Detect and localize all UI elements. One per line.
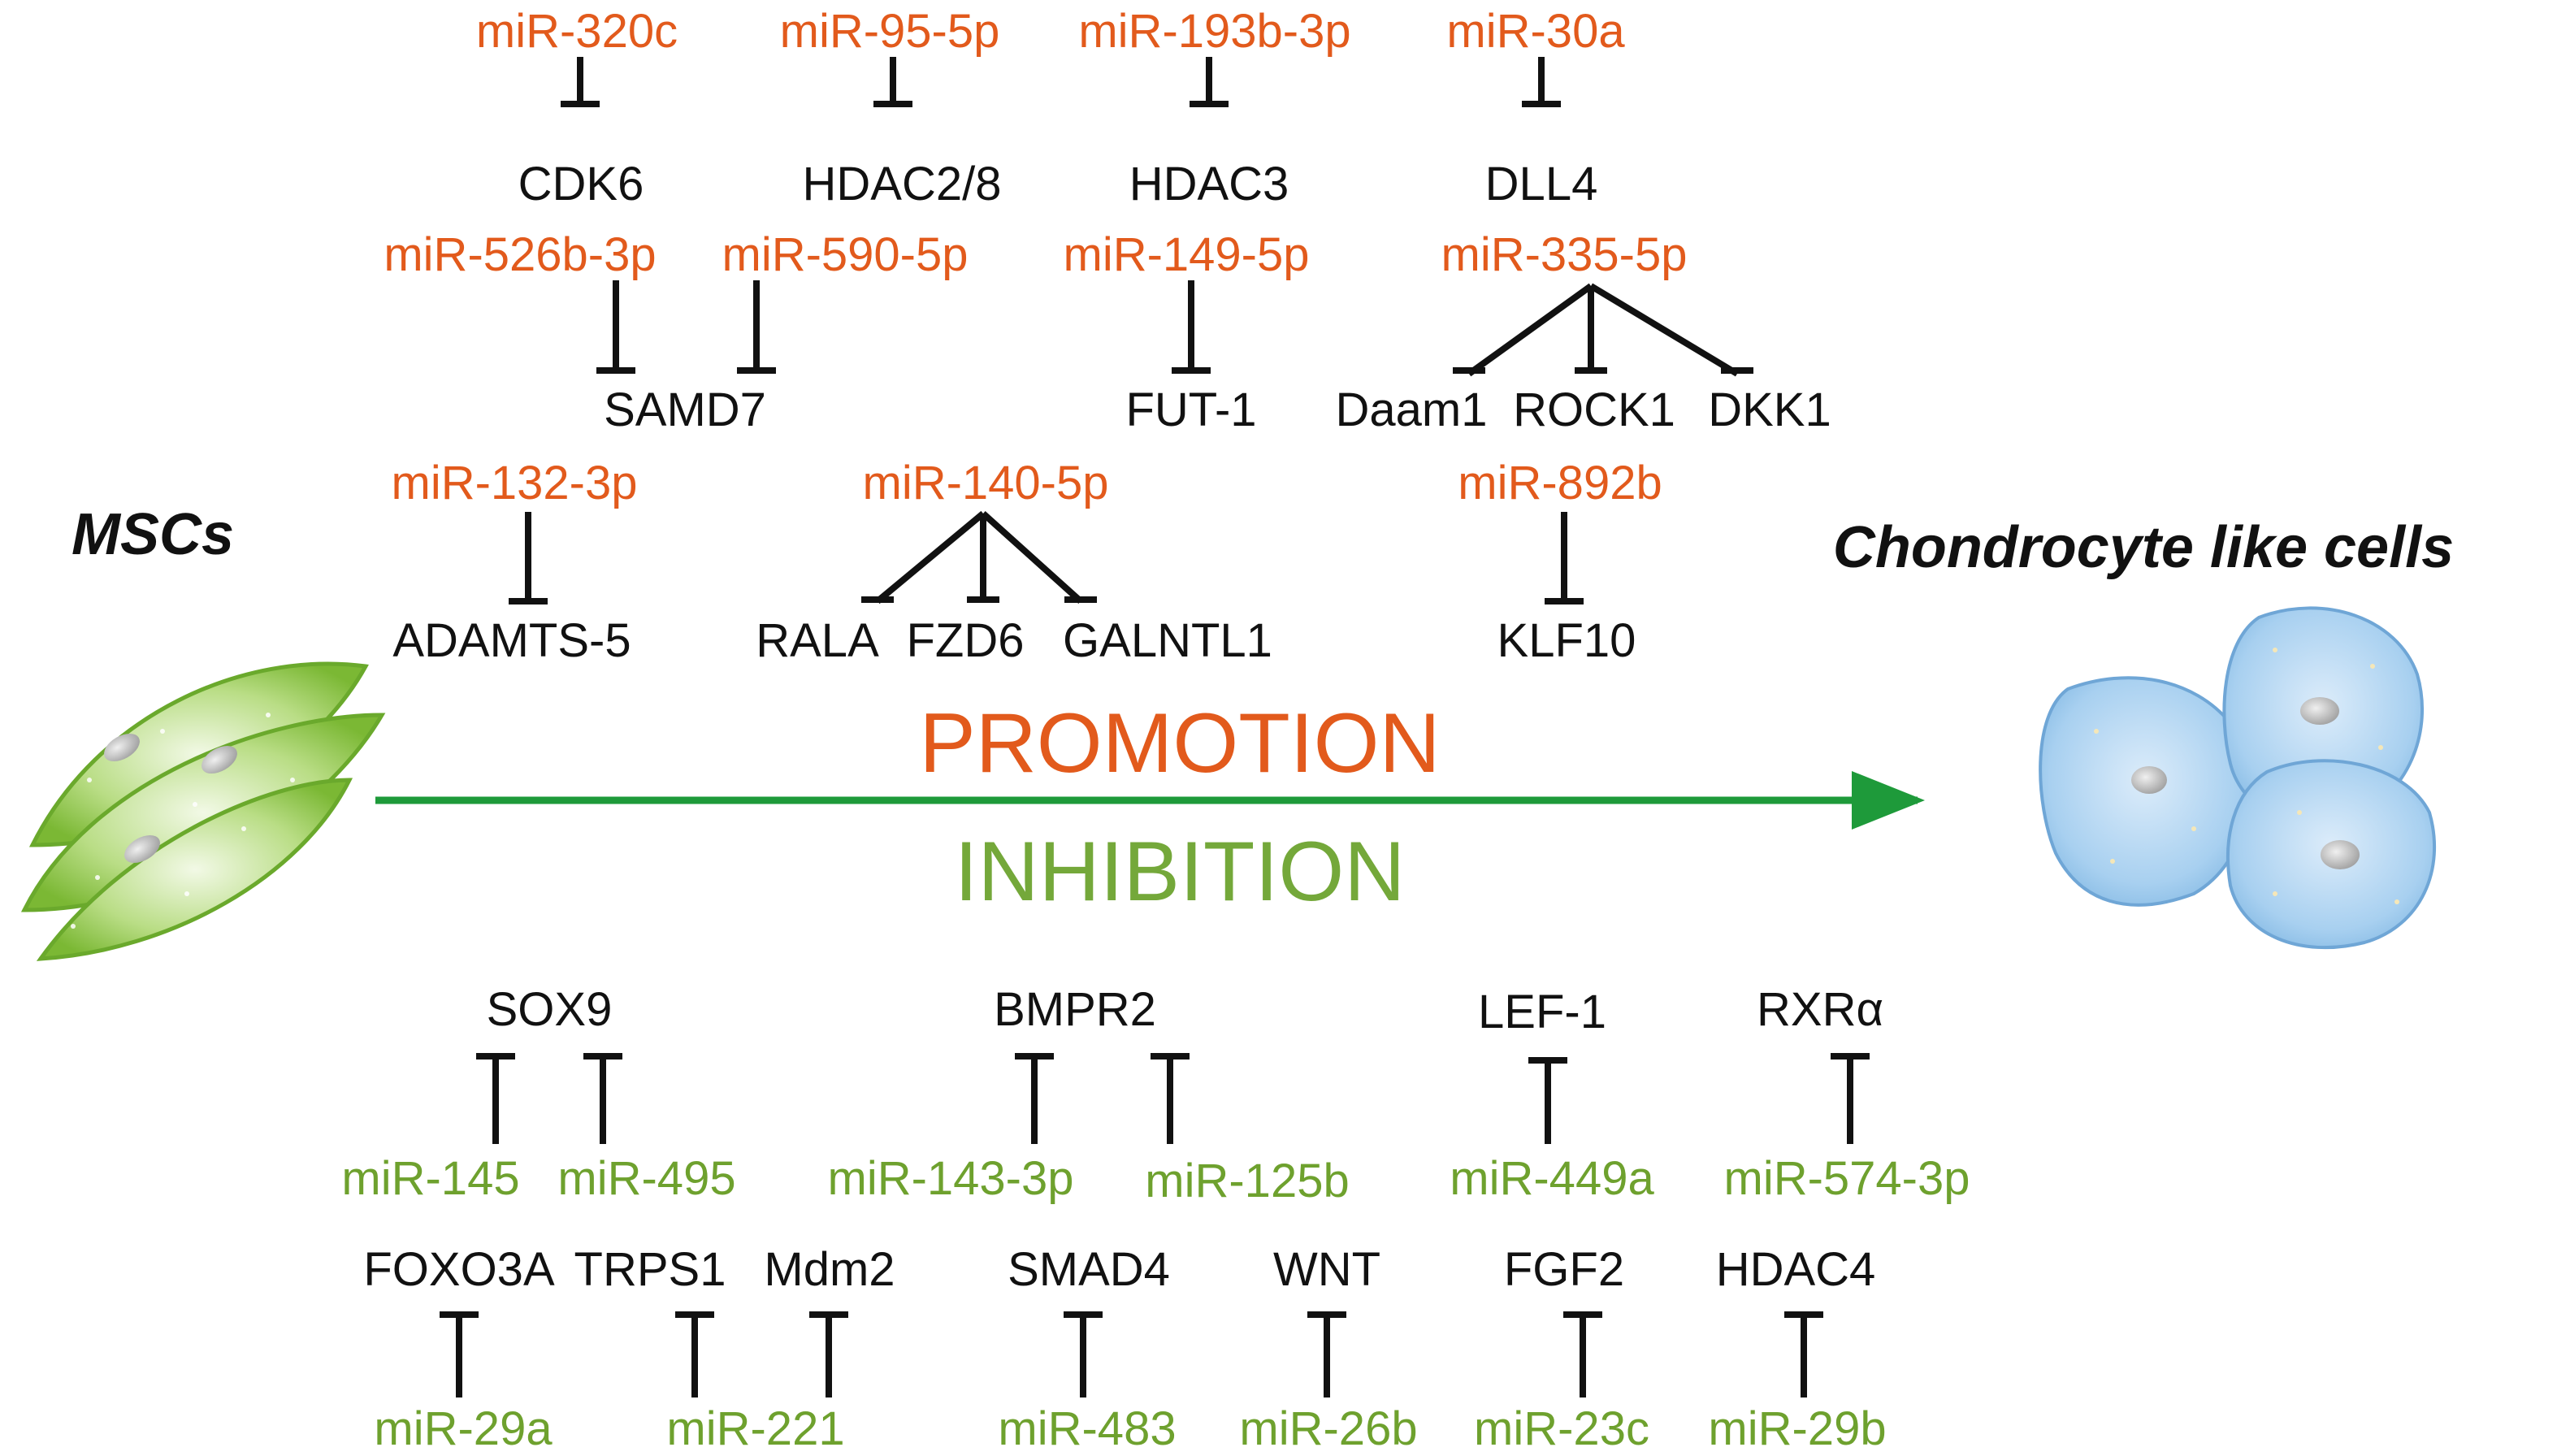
mirna-label: miR-483 (998, 1402, 1176, 1455)
mirna-label: miR-125b (1145, 1155, 1349, 1207)
inhibition-bar (561, 57, 600, 107)
mirna-label: miR-23c (1474, 1402, 1649, 1455)
gene-label: HDAC2/8 (803, 158, 1002, 210)
gene-label: SMAD4 (1008, 1243, 1170, 1296)
inhibition-bar (583, 1053, 622, 1144)
gene-label: ADAMTS-5 (392, 614, 631, 667)
inhibition-bar (440, 1311, 479, 1398)
mirna-label: miR-29b (1708, 1402, 1886, 1455)
gene-label: FGF2 (1504, 1243, 1624, 1296)
inhibition-bar (1528, 1057, 1567, 1144)
inhibition-bar (1015, 1053, 1054, 1144)
gene-label: ROCK1 (1513, 384, 1675, 436)
gene-label: DLL4 (1485, 158, 1598, 210)
gene-label: Mdm2 (764, 1243, 895, 1296)
gene-label: BMPR2 (994, 983, 1156, 1036)
inhibition-bar (809, 1311, 848, 1398)
inhibition-bar (1172, 280, 1211, 374)
inhibition-bar (675, 1311, 714, 1398)
gene-label: FUT-1 (1125, 384, 1256, 436)
inhibition-bar (1784, 1311, 1823, 1398)
inhibition-bar (1831, 1053, 1870, 1144)
msc-cell-illustration (20, 661, 386, 961)
mirna-label: miR-335-5p (1441, 228, 1688, 281)
mirna-label: miR-30a (1446, 5, 1625, 58)
mirna-label: miR-149-5p (1064, 228, 1310, 281)
gene-label: RXRα (1757, 983, 1883, 1036)
branching-inhibition-bar (861, 510, 1097, 604)
gene-label: HDAC4 (1716, 1243, 1876, 1296)
mirna-label: miR-145 (341, 1152, 519, 1205)
gene-label: TRPS1 (574, 1243, 726, 1296)
inhibition-bar (1545, 512, 1584, 604)
mirna-label: miR-140-5p (863, 457, 1109, 509)
branching-inhibition-bar (1453, 283, 1753, 377)
mirna-label: miR-495 (557, 1152, 735, 1205)
gene-label: DKK1 (1708, 384, 1831, 436)
gene-label: GALNTL1 (1063, 614, 1272, 667)
mirna-label: miR-143-3p (828, 1152, 1074, 1205)
gene-label: LEF-1 (1478, 986, 1606, 1038)
gene-label: HDAC3 (1129, 158, 1289, 210)
inhibition-bar (476, 1053, 515, 1144)
gene-label: FOXO3A (363, 1243, 555, 1296)
chondrocyte-cell-illustration (2039, 606, 2437, 950)
source-cell-label: MSCs (72, 502, 234, 567)
mirna-label: miR-132-3p (392, 457, 638, 509)
inhibition-bar (1563, 1311, 1602, 1398)
mirna-label: miR-449a (1450, 1152, 1654, 1205)
mirna-label: miR-29a (374, 1402, 553, 1455)
gene-label: CDK6 (518, 158, 644, 210)
inhibition-bar (873, 57, 912, 107)
gene-label: WNT (1273, 1243, 1380, 1296)
inhibition-bar (509, 512, 548, 604)
mirna-label: miR-193b-3p (1078, 5, 1350, 58)
target-cell-label: Chondrocyte like cells (1833, 515, 2454, 580)
mirna-label: miR-221 (666, 1402, 844, 1455)
promotion-row-1: miR-320c miR-95-5p miR-193b-3p miR-30a C… (476, 5, 1625, 210)
inhibition-bar (1151, 1053, 1190, 1144)
inhibition-label: INHIBITION (955, 825, 1406, 919)
mirna-label: miR-95-5p (780, 5, 1000, 58)
gene-label: FZD6 (907, 614, 1025, 667)
mirna-label: miR-574-3p (1724, 1152, 1970, 1205)
inhibition-bar (1522, 57, 1561, 107)
gene-label: SAMD7 (604, 384, 766, 436)
inhibition-bar (596, 280, 635, 374)
inhibition-bar (1307, 1311, 1346, 1398)
mirna-label: miR-590-5p (722, 228, 969, 281)
mirna-label: miR-526b-3p (384, 228, 656, 281)
mirna-label: miR-26b (1239, 1402, 1417, 1455)
inhibition-bar (737, 280, 776, 374)
inhibition-row-2: FOXO3A TRPS1 Mdm2 SMAD4 WNT FGF2 HDAC4 m… (363, 1243, 1886, 1455)
mirna-label: miR-320c (476, 5, 678, 58)
inhibition-bar (1064, 1311, 1103, 1398)
mirna-label: miR-892b (1458, 457, 1662, 509)
gene-label: Daam1 (1336, 384, 1488, 436)
promotion-row-2: miR-526b-3p miR-590-5p miR-149-5p miR-33… (384, 228, 1831, 436)
gene-label: SOX9 (487, 983, 613, 1036)
gene-label: KLF10 (1497, 614, 1636, 667)
inhibition-row-1: SOX9 BMPR2 LEF-1 RXRα miR-145 miR-495 mi… (341, 983, 1970, 1207)
inhibition-bar (1190, 57, 1229, 107)
gene-label: RALA (756, 614, 879, 667)
promotion-label: PROMOTION (919, 696, 1440, 791)
promotion-row-3: miR-132-3p miR-140-5p miR-892b ADAMTS-5 … (392, 457, 1662, 667)
